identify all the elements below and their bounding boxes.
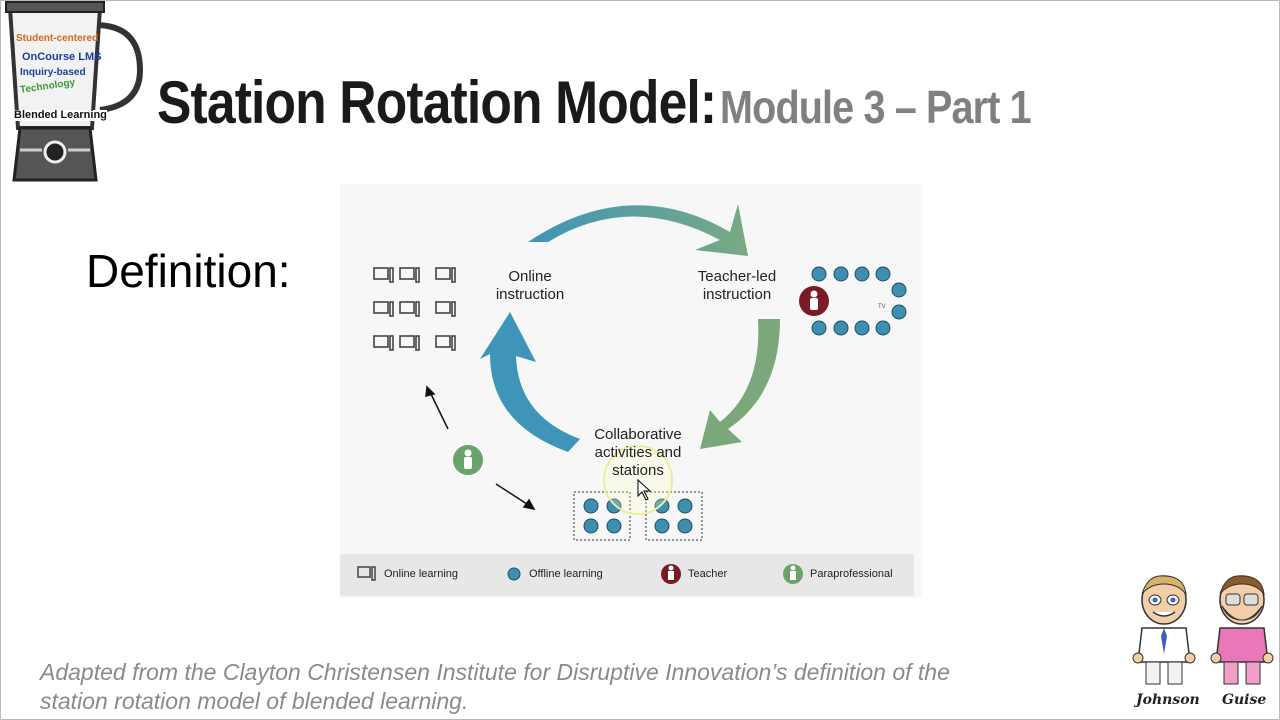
arrow-left [480, 312, 580, 452]
mouse-cursor [637, 478, 652, 501]
title-sub: Module 3 – Part 1 [720, 81, 1032, 133]
online-instruction-label: Online instruction [480, 268, 580, 304]
pointer-arrows [425, 385, 536, 511]
title-main: Station Rotation Model: [157, 69, 717, 136]
diagram-legend: Online learning Offline learning Teacher… [340, 554, 914, 596]
character-johnson: Johnson [1128, 572, 1200, 708]
teacher-led-label: Teacher-led instruction [680, 268, 794, 304]
online-label-line2: instruction [495, 286, 565, 303]
svg-text:TV: TV [878, 304, 886, 310]
blender-logo: Student-centered OnCourse LMS Inquiry-ba… [0, 0, 145, 185]
logo-text-blended: Blended Learning [14, 109, 107, 121]
teacher-led-dots [811, 266, 907, 336]
paraprofessional-icon [453, 445, 483, 475]
character-name-guise: Guise [1222, 692, 1267, 708]
collab-label-line2: activities and [594, 444, 682, 461]
teacher-label-line2: instruction [702, 286, 772, 303]
station-rotation-diagram: TV Online instruction Teacher-led instru [340, 184, 922, 598]
logo-text-inquiry: Inquiry-based [20, 67, 86, 78]
teacher-label-line1: Teacher-led [697, 268, 777, 285]
arrow-top [528, 204, 748, 256]
legend-teacher: Teacher [688, 568, 728, 580]
collab-label-line1: Collaborative [594, 426, 682, 443]
source-caption: Adapted from the Clayton Christensen Ins… [40, 658, 1040, 716]
slide-title: Station Rotation Model: Module 3 – Part … [157, 68, 1032, 137]
legend-paraprofessional: Paraprofessional [810, 568, 893, 580]
logo-text-student-centered: Student-centered [16, 33, 99, 44]
legend-online: Online learning [384, 568, 458, 580]
collaborative-label: Collaborative activities and stations [578, 426, 698, 480]
character-name-johnson: Johnson [1136, 692, 1200, 708]
caption-line1: Adapted from the Clayton Christensen Ins… [40, 659, 950, 685]
character-guise: Guise [1206, 572, 1278, 708]
collab-label-line3: stations [612, 462, 664, 479]
online-label-line1: Online [508, 268, 552, 285]
definition-label: Definition: [86, 245, 291, 297]
caption-line2: station rotation model of blended learni… [40, 688, 469, 714]
collab-table-1 [573, 491, 631, 541]
collab-table-2 [645, 491, 703, 541]
teacher-icon [799, 286, 829, 316]
computer-icons [373, 267, 456, 351]
logo-text-oncourse: OnCourse LMS [22, 51, 102, 63]
arrow-right [700, 319, 780, 449]
legend-offline: Offline learning [529, 568, 603, 580]
